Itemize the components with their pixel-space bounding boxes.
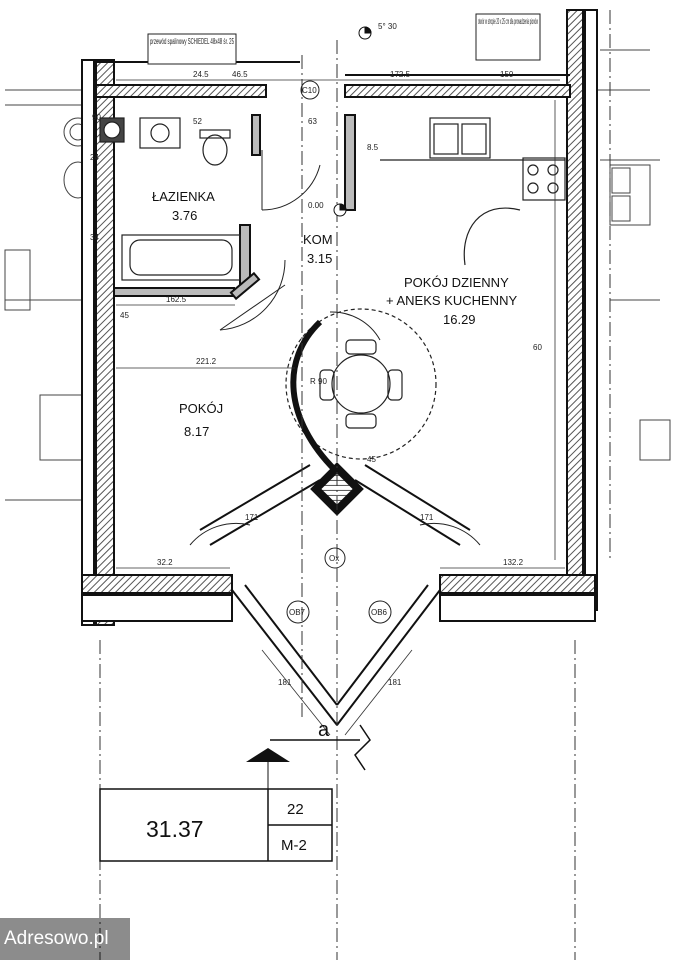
dim-label: 181 — [388, 678, 402, 687]
dim-label: 90 — [92, 113, 101, 122]
level-markers — [333, 26, 372, 217]
dim-label: 45 — [120, 311, 129, 320]
note-left: przewód spalinowy SCHIEDEL 48x48 śr. 25 — [150, 37, 234, 46]
interior-walls — [113, 114, 356, 301]
dim-label: 8.5 — [367, 143, 379, 152]
total-area: 31.37 — [146, 816, 204, 842]
unit-number: 22 — [287, 801, 304, 818]
dim-label: R 90 — [310, 377, 327, 386]
hall-area: 3.15 — [307, 251, 332, 266]
kitchen-fixtures — [380, 117, 566, 266]
note-box-right — [475, 13, 541, 61]
dim-label: 162.5 — [166, 295, 187, 304]
dim-label: 0.00 — [308, 201, 324, 210]
axis-lines — [99, 10, 611, 960]
dim-label: 32.2 — [157, 558, 173, 567]
dim-label: 181 — [278, 678, 292, 687]
dimension-lines — [116, 79, 565, 736]
ox-label: Ox — [329, 554, 339, 563]
note-right: otwór w stropie 20 x 25 cm dla prowadzen… — [478, 17, 538, 26]
living-room-name: POKÓJ DZIENNY — [404, 275, 509, 290]
dim-label: 34 — [90, 233, 99, 242]
curved-wall — [290, 319, 338, 473]
unit-type: M-2 — [281, 837, 307, 854]
dim-label: 52 — [193, 117, 202, 126]
bathroom-fixtures — [99, 117, 241, 281]
kitchen-annex-name: + ANEKS KUCHENNY — [386, 293, 517, 308]
dim-label: 46.5 — [232, 70, 248, 79]
bathroom-name: ŁAZIENKA — [152, 189, 215, 204]
note-box-left — [147, 33, 237, 65]
section-marker — [246, 724, 371, 790]
exterior-walls — [81, 9, 598, 626]
ob7-label: OB7 — [289, 608, 306, 617]
dim-label: 172.5 — [390, 70, 411, 79]
watermark: Adresowo.pl — [0, 918, 130, 960]
dim-label: 60 — [533, 343, 542, 352]
dim-label: 171 — [245, 513, 259, 522]
ob6-label: OB6 — [371, 608, 388, 617]
dim-label: 5° 30 — [378, 22, 397, 31]
dim-label: 150 — [500, 70, 514, 79]
ox-circle — [324, 547, 346, 569]
dining-table — [285, 308, 437, 460]
dim-label: 45 — [367, 455, 376, 464]
bathroom-area: 3.76 — [172, 208, 197, 223]
dim-label: 24 — [90, 153, 99, 162]
door-swings — [189, 150, 481, 546]
dim-label: 63 — [308, 117, 317, 126]
room-area: 8.17 — [184, 424, 209, 439]
living-room-area: 16.29 — [443, 312, 476, 327]
ob6-circle — [368, 600, 392, 624]
central-column — [310, 462, 364, 516]
dim-label: 132.2 — [503, 558, 524, 567]
dim-label: 171 — [420, 513, 434, 522]
c10-circle — [300, 80, 320, 100]
top-walls — [95, 61, 571, 98]
hall-name: KOM — [303, 232, 333, 247]
c10-label: C10 — [302, 86, 317, 95]
ob7-circle — [286, 600, 310, 624]
room-name: POKÓJ — [179, 401, 223, 416]
dim-label: 221.2 — [196, 357, 217, 366]
area-legend — [99, 788, 333, 862]
section-label: a — [318, 719, 330, 741]
neighbor-fragments — [4, 49, 671, 501]
dim-label: 24.5 — [193, 70, 209, 79]
